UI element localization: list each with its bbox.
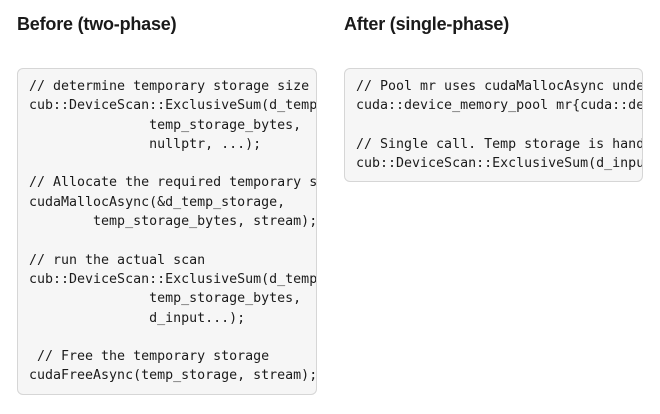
code-line	[29, 154, 316, 173]
code-line: // Single call. Temp storage is hand	[356, 136, 642, 152]
code-line: // Allocate the required temporary s	[29, 175, 316, 191]
after-column: After (single-phase) // Pool mr uses cud…	[344, 12, 643, 395]
code-line: cub::DeviceScan::ExclusiveSum(d_temp	[29, 98, 316, 114]
after-code-block: // Pool mr uses cudaMallocAsync unde cuda…	[344, 68, 643, 183]
code-line: temp_storage_bytes,	[29, 291, 302, 307]
code-line: temp_storage_bytes,	[29, 117, 302, 133]
code-line: cub::DeviceScan::ExclusiveSum(d_temp	[29, 271, 316, 287]
code-line	[29, 328, 316, 347]
code-line: // determine temporary storage size	[29, 79, 310, 94]
code-line: cub::DeviceScan::ExclusiveSum(d_inpu	[356, 156, 642, 172]
code-line	[29, 231, 316, 250]
code-line: temp_storage_bytes, stream);	[29, 214, 316, 230]
code-line: nullptr, ...);	[29, 136, 262, 152]
before-column: Before (two-phase) // determine temporar…	[17, 12, 317, 395]
code-line: d_input...);	[29, 310, 246, 326]
code-comparison: Before (two-phase) // determine temporar…	[17, 12, 643, 395]
after-title: After (single-phase)	[344, 14, 510, 34]
code-line	[356, 116, 642, 135]
before-title: Before (two-phase)	[17, 14, 177, 34]
code-line: // Pool mr uses cudaMallocAsync unde	[356, 79, 642, 94]
code-line: cudaMallocAsync(&d_temp_storage,	[29, 194, 286, 210]
code-line: cuda::device_memory_pool mr{cuda::de	[356, 98, 642, 114]
code-line: // run the actual scan	[29, 252, 206, 268]
code-line: cudaFreeAsync(temp_storage, stream);	[29, 368, 316, 384]
code-line: // Free the temporary storage	[29, 349, 270, 365]
